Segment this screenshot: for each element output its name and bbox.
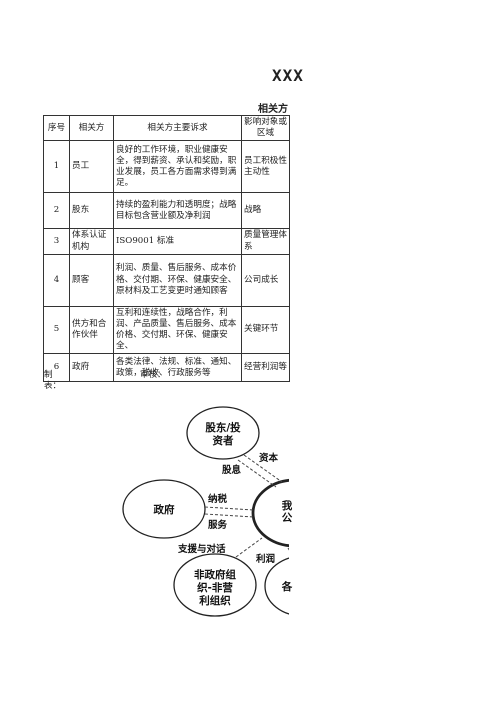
row-impact: 公司成长 — [241, 253, 290, 307]
header-impact: 影响对象或区域 — [241, 114, 290, 142]
row-party: 体系认证机构 — [69, 228, 114, 255]
header-requirements: 相关方主要诉求 — [113, 114, 242, 142]
table-row: 5 供方和合作伙伴 互利和连续性，战略合作，利润、产品质量、售后服务、成本价格、… — [43, 305, 290, 355]
row-impact: 关键环节 — [241, 305, 290, 355]
stakeholder-table: 序号 相关方 相关方主要诉求 影响对象或区域 1 员工 良好的工作环境，职业健康… — [43, 114, 290, 383]
node-shareholders — [186, 406, 260, 460]
node-shareholders-label: 股东/投资者 — [205, 421, 241, 447]
table-row: 6 政府 各类法律、法规、标准、通知、政策，税收、行政服务等 经营利润等 — [43, 353, 290, 383]
table-row: 1 员工 良好的工作环境，职业健康安全，得到薪资、承认和奖励，职业发展，员工各方… — [43, 140, 290, 194]
header-party: 相关方 — [69, 114, 114, 142]
node-ngo — [173, 553, 257, 617]
row-requirements: 持续的盈利能力和透明度；战略目标包含营业额及净利润 — [113, 192, 242, 230]
edge-dividend — [237, 459, 277, 488]
row-no: 4 — [43, 253, 70, 307]
row-party: 顾客 — [69, 253, 114, 307]
edge-tax — [204, 506, 254, 511]
row-requirements: 利润、质量、售后服务、成本价格、交付期、环保、健康安全、原材料及工艺变更时通知顾… — [113, 253, 242, 307]
footer-reviewer: 审核： — [140, 370, 166, 380]
node-other-label: 各 — [281, 580, 293, 593]
row-impact: 经营利润等 — [241, 353, 290, 383]
edge-support — [235, 537, 263, 558]
row-no: 2 — [43, 192, 70, 230]
node-ngo-label: 非政府组织-非营利组织 — [194, 568, 236, 607]
row-impact: 质量管理体系 — [241, 228, 290, 255]
row-requirements: 各类法律、法规、标准、通知、政策，税收、行政服务等 — [113, 353, 242, 383]
edge-dividend-label: 股息 — [222, 464, 242, 476]
row-requirements: 良好的工作环境，职业健康安全，得到薪资、承认和奖励，职业发展，员工各方面需求得到… — [113, 140, 242, 194]
edge-tax-label: 纳税 — [208, 493, 228, 505]
edge-profit-label: 利润 — [255, 553, 275, 565]
edge-capital — [243, 454, 283, 483]
page-title: XXX — [272, 66, 304, 85]
footer-maker: 制表： — [44, 370, 62, 391]
table-row: 2 股东 持续的盈利能力和透明度；战略目标包含营业额及净利润 战略 — [43, 192, 290, 230]
node-government — [122, 479, 206, 539]
edge-service-label: 服务 — [208, 519, 228, 531]
row-impact: 员工积极性主动性 — [241, 140, 290, 194]
edge-support-label: 支援与对话 — [177, 543, 226, 555]
edge-capital-label: 资本 — [259, 452, 279, 464]
node-government-label: 政府 — [154, 503, 175, 516]
edge-profit — [287, 547, 289, 551]
header-no: 序号 — [43, 114, 70, 142]
table-row: 3 体系认证机构 ISO9001 标准 质量管理体系 — [43, 228, 290, 255]
table-row: 4 顾客 利润、质量、售后服务、成本价格、交付期、环保、健康安全、原材料及工艺变… — [43, 253, 290, 307]
node-company — [251, 478, 289, 548]
row-party: 供方和合作伙伴 — [69, 305, 114, 355]
row-party: 政府 — [69, 353, 114, 383]
node-other — [264, 557, 289, 615]
node-company-label: 我公 — [282, 499, 293, 524]
table-title: 相关方 — [258, 104, 288, 115]
row-requirements: 互利和连续性，战略合作，利润、产品质量、售后服务、成本价格、交付期、环保、健康安… — [113, 305, 242, 355]
table-header-row: 序号 相关方 相关方主要诉求 影响对象或区域 — [43, 114, 290, 142]
edge-service — [204, 513, 254, 518]
